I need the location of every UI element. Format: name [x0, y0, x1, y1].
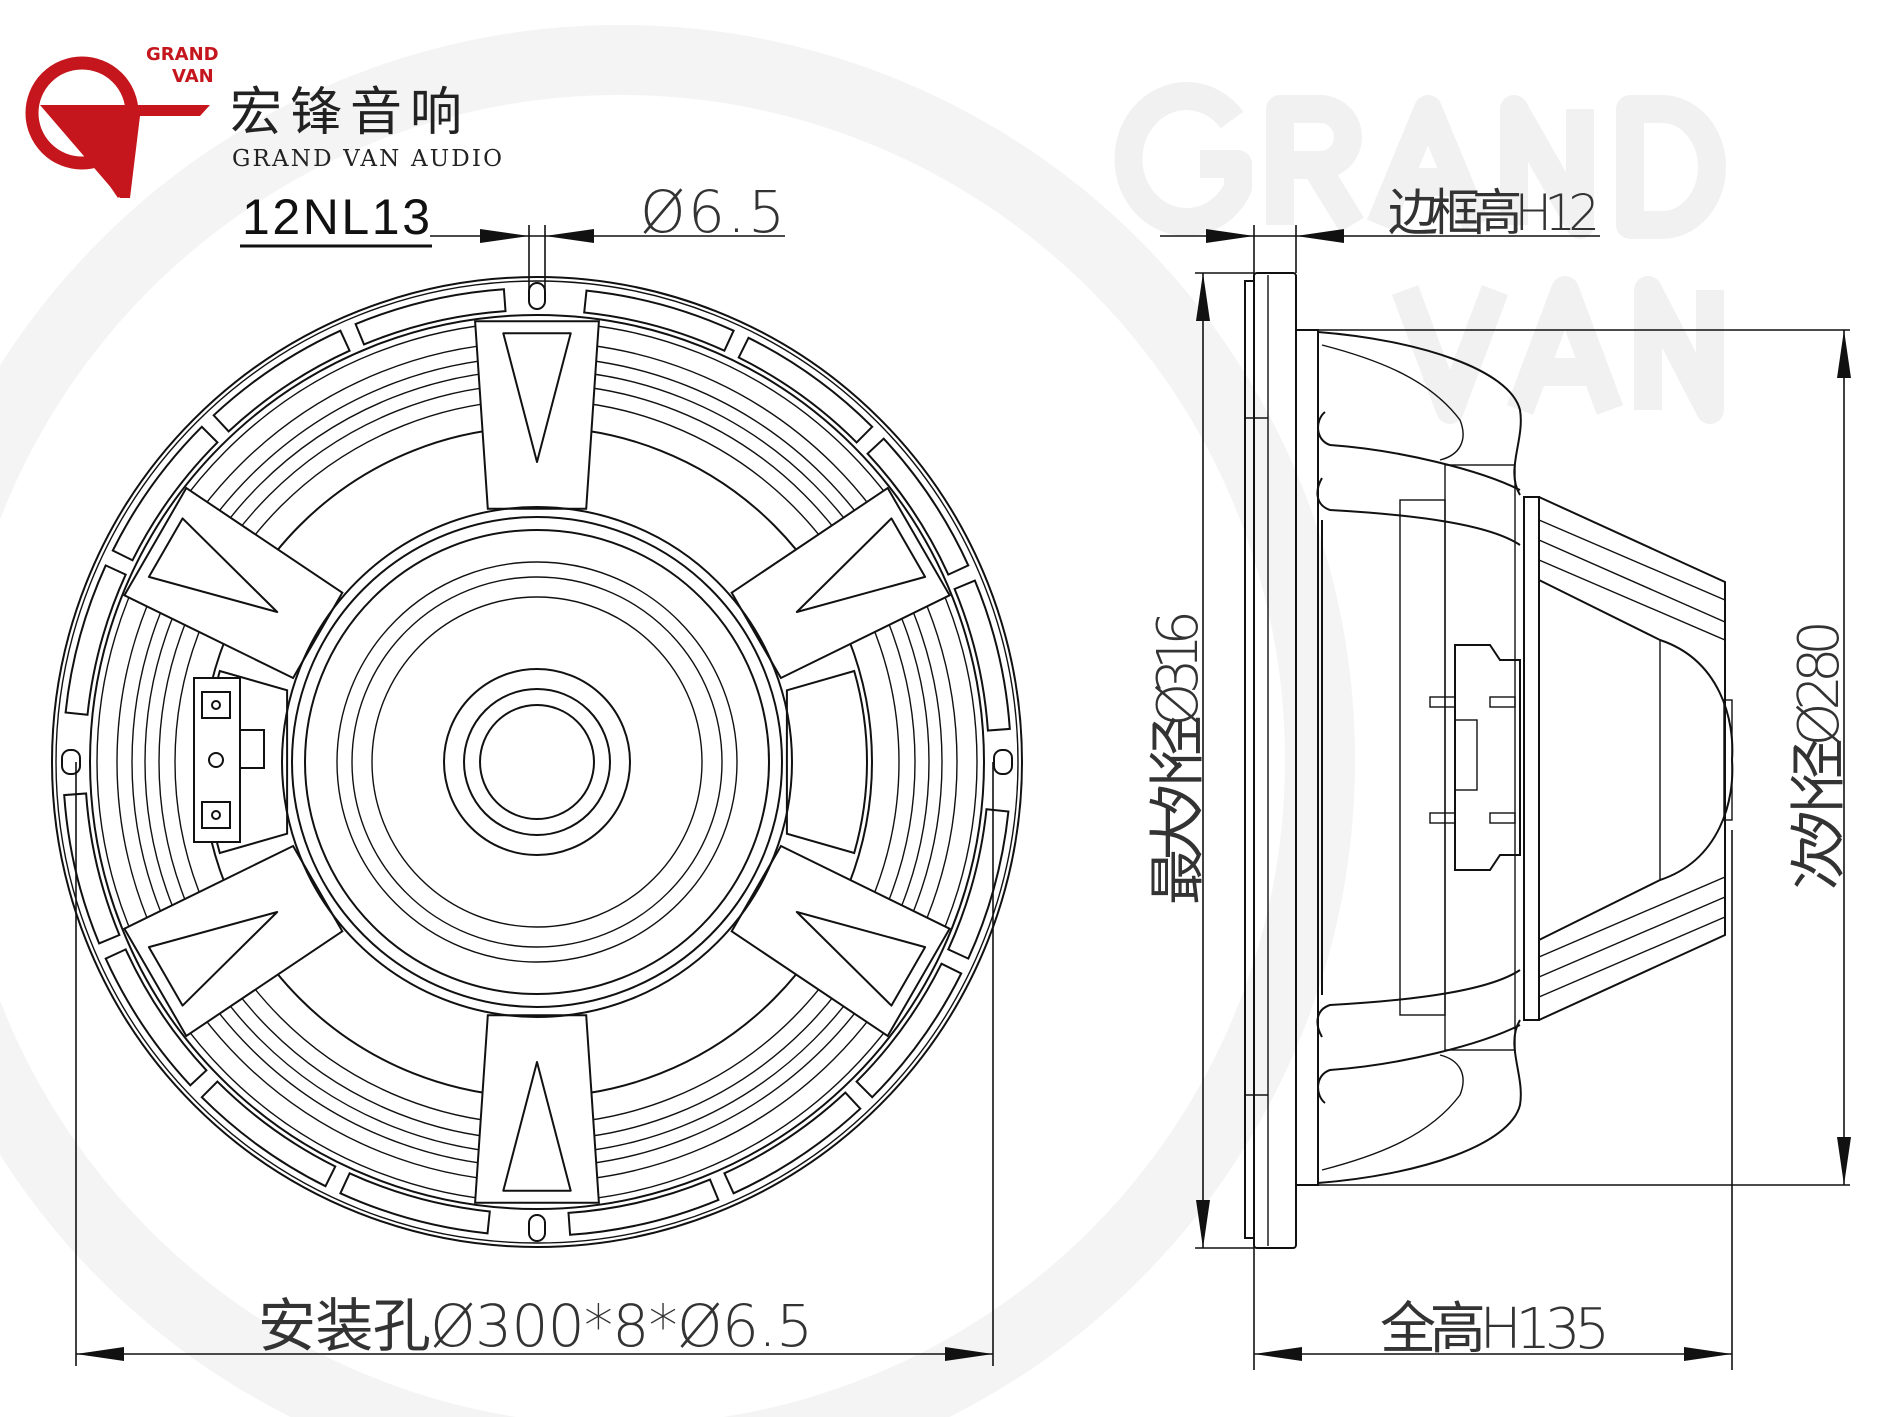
dust-cap-center	[479, 704, 595, 820]
frame-outer-edge-inner	[55, 280, 1019, 1244]
frame-slot	[866, 437, 970, 576]
hole-diameter-dimension: Ø6.5	[430, 178, 785, 290]
frame-height-label: 边框高H12	[1388, 184, 1600, 242]
frame-slot	[737, 336, 874, 444]
basket-spoke	[730, 486, 952, 680]
magnet-ring	[291, 516, 783, 1008]
basket-window	[785, 669, 868, 855]
frame-slot	[63, 792, 121, 945]
frame-slot	[64, 564, 128, 716]
brand-english-name: GRAND VAN AUDIO	[232, 146, 502, 172]
spoke-slot	[502, 332, 572, 463]
watermark-ring	[0, 25, 1355, 1417]
mounting-hole	[993, 749, 1013, 775]
model-number: 12NL13	[242, 189, 430, 245]
frame-outer-edge	[51, 276, 1023, 1248]
basket-spoke	[730, 844, 952, 1038]
frame-slot	[583, 289, 735, 353]
max-diameter-label: 最大外径Ø316	[1146, 610, 1211, 905]
basket-spoke	[474, 1014, 600, 1204]
hole-diameter-label: Ø6.5	[640, 178, 785, 246]
side-view: 次外径Ø280 最大外径Ø316 边框高H12 全高H135	[1146, 184, 1852, 1370]
basket-side	[1316, 331, 1522, 1184]
logo-text-grand: GRAND	[146, 44, 219, 65]
dust-cap-outer	[443, 668, 631, 856]
motor-side	[1523, 496, 1734, 1021]
spoke-slot	[795, 911, 927, 1007]
terminal-tab	[239, 729, 265, 769]
mounting-hole	[528, 282, 546, 310]
frame-slot	[354, 288, 507, 346]
mounting-holes-dimension: 安装孔Ø300*8*Ø6.5	[75, 762, 994, 1366]
watermark-lettering-van	[1391, 276, 1724, 424]
basket-spoke	[474, 320, 600, 510]
frame-slot	[104, 948, 208, 1087]
basket-spoke	[122, 486, 344, 680]
front-view	[51, 276, 1023, 1248]
magnet-ring	[371, 596, 703, 928]
terminal-block	[193, 677, 241, 843]
frame-slot	[111, 425, 219, 562]
basket-rim	[1295, 329, 1319, 1186]
frame-slot	[339, 1171, 491, 1235]
magnet-ring	[281, 506, 793, 1018]
terminal-connector-top	[201, 691, 231, 719]
terminal-screw	[208, 752, 224, 768]
magnet-ring	[304, 529, 770, 995]
terminal-connector-bottom	[201, 801, 231, 829]
spoke-slot	[795, 517, 927, 613]
mounting-hole	[528, 1214, 546, 1242]
watermark-lettering-grand	[1114, 82, 1726, 239]
spoke-slot	[147, 911, 279, 1007]
logo-v-left	[62, 116, 125, 198]
brand-logo: GRAND VAN 宏锋音响 GRAND VAN AUDIO	[25, 44, 502, 198]
dust-cap-ring	[463, 688, 611, 836]
brand-chinese-name: 宏锋音响	[230, 83, 470, 143]
secondary-diameter-label: 次外径Ø280	[1787, 620, 1852, 890]
frame-slot	[946, 808, 1010, 960]
terminal-pin	[211, 700, 221, 710]
frame-slot	[200, 1080, 337, 1188]
frame-slot	[855, 962, 963, 1099]
frame-slot	[567, 1178, 720, 1236]
frame-slot	[723, 1091, 862, 1195]
total-height-label: 全高H135	[1380, 1297, 1610, 1362]
basket-spoke	[122, 844, 344, 1038]
terminal-pin	[211, 810, 221, 820]
spoke-slot	[502, 1061, 572, 1192]
frame-slot	[212, 329, 351, 433]
logo-text-van: VAN	[172, 66, 214, 87]
mounting-hole	[61, 749, 81, 775]
mounting-holes-label: 安装孔Ø300*8*Ø6.5	[258, 1292, 813, 1360]
frame-inner-ring	[89, 314, 985, 1210]
terminal-side	[1429, 644, 1521, 871]
magnet-ring	[336, 561, 738, 963]
basket-inner-ring	[201, 426, 873, 1098]
magnet-ring	[351, 576, 723, 948]
spoke-slot	[147, 517, 279, 613]
frame-slot	[953, 579, 1011, 732]
